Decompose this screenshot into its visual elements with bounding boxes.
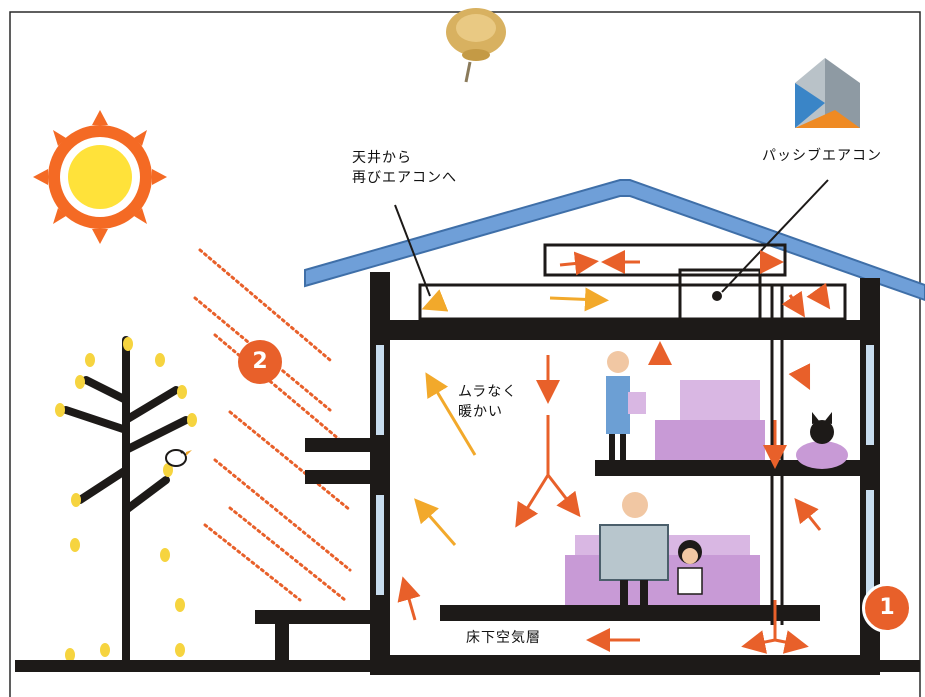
badge-one: 1 xyxy=(862,583,912,633)
ceiling-label-line-2: 再びエアコンへ xyxy=(352,170,457,186)
windows xyxy=(376,345,874,600)
even-warmth-line-2: 暖かい xyxy=(458,404,503,420)
bed xyxy=(655,380,765,460)
airflow-arrows xyxy=(397,250,831,654)
leader-line xyxy=(394,204,431,297)
ceiling-return-label: 天井から 再びエアコンへ xyxy=(352,148,457,188)
ceiling-label-line-1: 天井から xyxy=(352,150,412,166)
passive-aircon-unit xyxy=(712,291,722,301)
bird-icon xyxy=(165,449,192,467)
underfloor-air-layer-label: 床下空気層 xyxy=(466,630,541,646)
cat-icon xyxy=(810,412,834,444)
tree-icon xyxy=(55,336,197,666)
passive-aircon-logo-icon xyxy=(795,58,860,128)
passive-aircon-label: パッシブエアコン xyxy=(762,148,882,164)
leader-line xyxy=(721,179,829,293)
even-warmth-line-1: ムラなく xyxy=(458,384,518,400)
pushpin-icon xyxy=(446,8,506,83)
warm-airflow-arrows xyxy=(414,287,609,546)
sunlight-rays xyxy=(193,248,352,602)
person-with-newspaper xyxy=(599,492,669,608)
child xyxy=(677,540,703,595)
cushion xyxy=(796,441,848,469)
person-upstairs xyxy=(606,351,646,460)
even-warmth-label: ムラなく 暖かい xyxy=(458,382,517,422)
roof xyxy=(304,179,925,302)
sun-icon xyxy=(33,110,167,244)
house-structure xyxy=(255,272,880,675)
badge-two: 2 xyxy=(238,340,282,384)
